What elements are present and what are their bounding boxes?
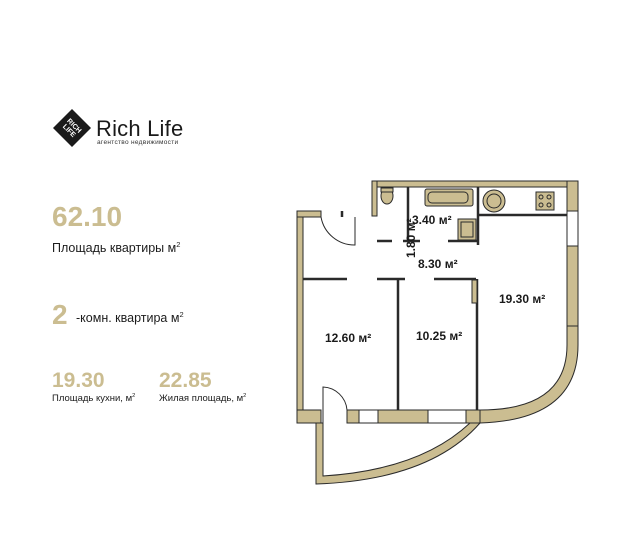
living-area-label-text: Жилая площадь, м [159,393,244,405]
total-area-value: 62.10 [52,201,123,232]
logo-name: Rich Life [96,116,184,141]
unit-sup: 2 [179,310,184,319]
room-label-bathroom: 3.40 м² [412,213,452,227]
column [471,279,478,304]
wall-bottom-3 [377,409,429,424]
toilet-icon [380,187,394,205]
wall-toilet-left [371,180,378,217]
kitchen-area-label: Площадь кухни, м2 [52,393,135,404]
room-label-toilet: 1.80 м² [404,218,418,258]
room-label-kitchen: 19.30 м² [499,292,545,306]
rooms-label-text: -комн. квартира м [76,311,180,326]
logo: RICH LIFE [52,108,92,148]
kitchen-area-label-text: Площадь кухни, м [52,393,133,405]
rooms-label: -комн. квартира м2 [76,310,184,325]
wall-top [371,180,576,188]
total-area-label-text: Площадь квартиры м [52,241,177,256]
bathtub-icon [424,188,474,207]
total-area-label: Площадь квартиры м2 [52,240,180,255]
rooms-value: 2 [52,299,68,330]
room-label-bedroom-2: 10.25 м² [416,329,462,343]
wall-right [566,245,579,327]
balcony-wall [315,422,482,485]
unit-sup: 2 [132,393,136,399]
kitchen-sink-icon [482,189,506,213]
room-label-bedroom-1: 12.60 м² [325,331,371,345]
logo-mark-icon: RICH LIFE [53,109,91,147]
room-label-hallway: 8.30 м² [418,257,458,271]
living-area-value: 22.85 [159,369,212,392]
unit-sup: 2 [243,393,247,399]
window-kitchen [566,210,579,247]
entrance-door-icon [320,216,356,246]
balcony-door-icon [322,386,348,423]
wall-bottom-4 [465,409,481,424]
wall-bottom-2 [346,409,360,424]
unit-sup: 2 [176,240,181,249]
window-2 [427,409,467,424]
sink-icon [457,218,477,241]
logo-subtitle: агентство недвижимости [97,139,179,146]
wall-left-top [296,210,322,218]
kitchen-area-value: 19.30 [52,369,105,392]
wall-curve [479,325,579,424]
stove-icon [535,191,555,211]
wall-right-top [566,180,579,212]
window-1 [358,409,379,424]
wall-left [296,210,304,412]
wall-bottom-1 [296,409,322,424]
living-area-label: Жилая площадь, м2 [159,393,246,404]
